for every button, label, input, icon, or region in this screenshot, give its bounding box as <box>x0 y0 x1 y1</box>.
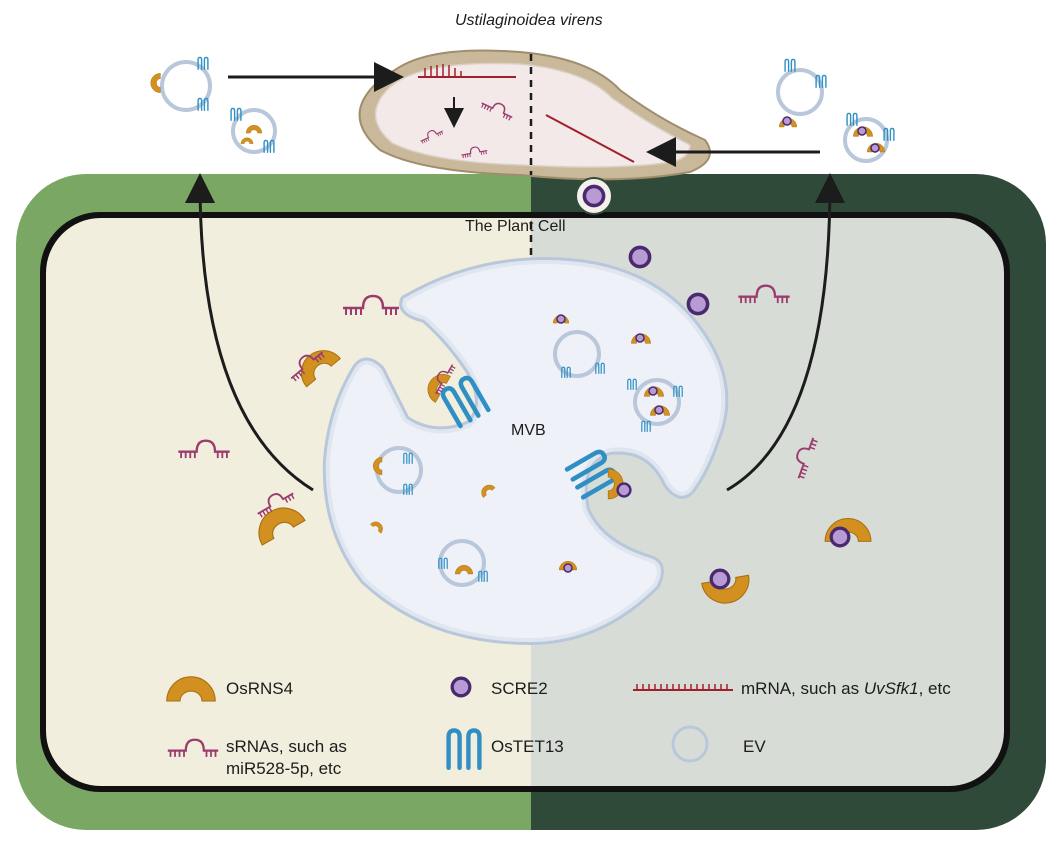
organism-label: Ustilaginoidea virens <box>455 12 603 29</box>
legend <box>166 676 733 768</box>
cytoplasm-cargo-right <box>552 245 872 608</box>
legend-scre2-label: SCRE2 <box>491 679 548 698</box>
cyto-ev-right-2 <box>627 378 683 432</box>
ev-right-1 <box>776 58 827 128</box>
legend-ev-label: EV <box>743 737 766 756</box>
uptake-arrows <box>185 62 845 492</box>
legend-mrna-prefix: mRNA, such as <box>741 679 864 698</box>
mvb-label: MVB <box>511 422 546 439</box>
cyto-ev-right-1 <box>552 314 605 378</box>
fungal-cell <box>358 49 711 181</box>
legend-osrns4-label: OsRNS4 <box>226 679 294 698</box>
mrna-fungal <box>418 76 635 163</box>
legend-srnas-line1: sRNAs, such as <box>226 737 347 756</box>
ev-right-2 <box>843 112 895 163</box>
legend-ev-icon <box>671 725 709 763</box>
legend-ostet13-label: OsTET13 <box>491 737 564 756</box>
legend-srnas-line2: miR528-5p, etc <box>226 759 342 778</box>
mvb <box>322 257 729 645</box>
legend-mrna-suffix: , etc <box>918 679 951 698</box>
legend-mrna-label: mRNA, such as UvSfk1, etc <box>741 678 951 700</box>
legend-srnas-label: sRNAs, such as miR528-5p, etc <box>226 736 347 780</box>
ev-left-1 <box>150 56 212 112</box>
mvb-ilv-1 <box>373 446 423 495</box>
cell-label: The Plant Cell <box>465 218 566 235</box>
legend-mrna-icon <box>633 684 733 691</box>
legend-mrna-gene: UvSfk1 <box>863 679 919 698</box>
mvb-ilv-2 <box>438 539 488 587</box>
legend-scre2-icon <box>450 676 472 698</box>
scre2-contact <box>575 177 613 215</box>
ev-left-2 <box>230 107 277 154</box>
